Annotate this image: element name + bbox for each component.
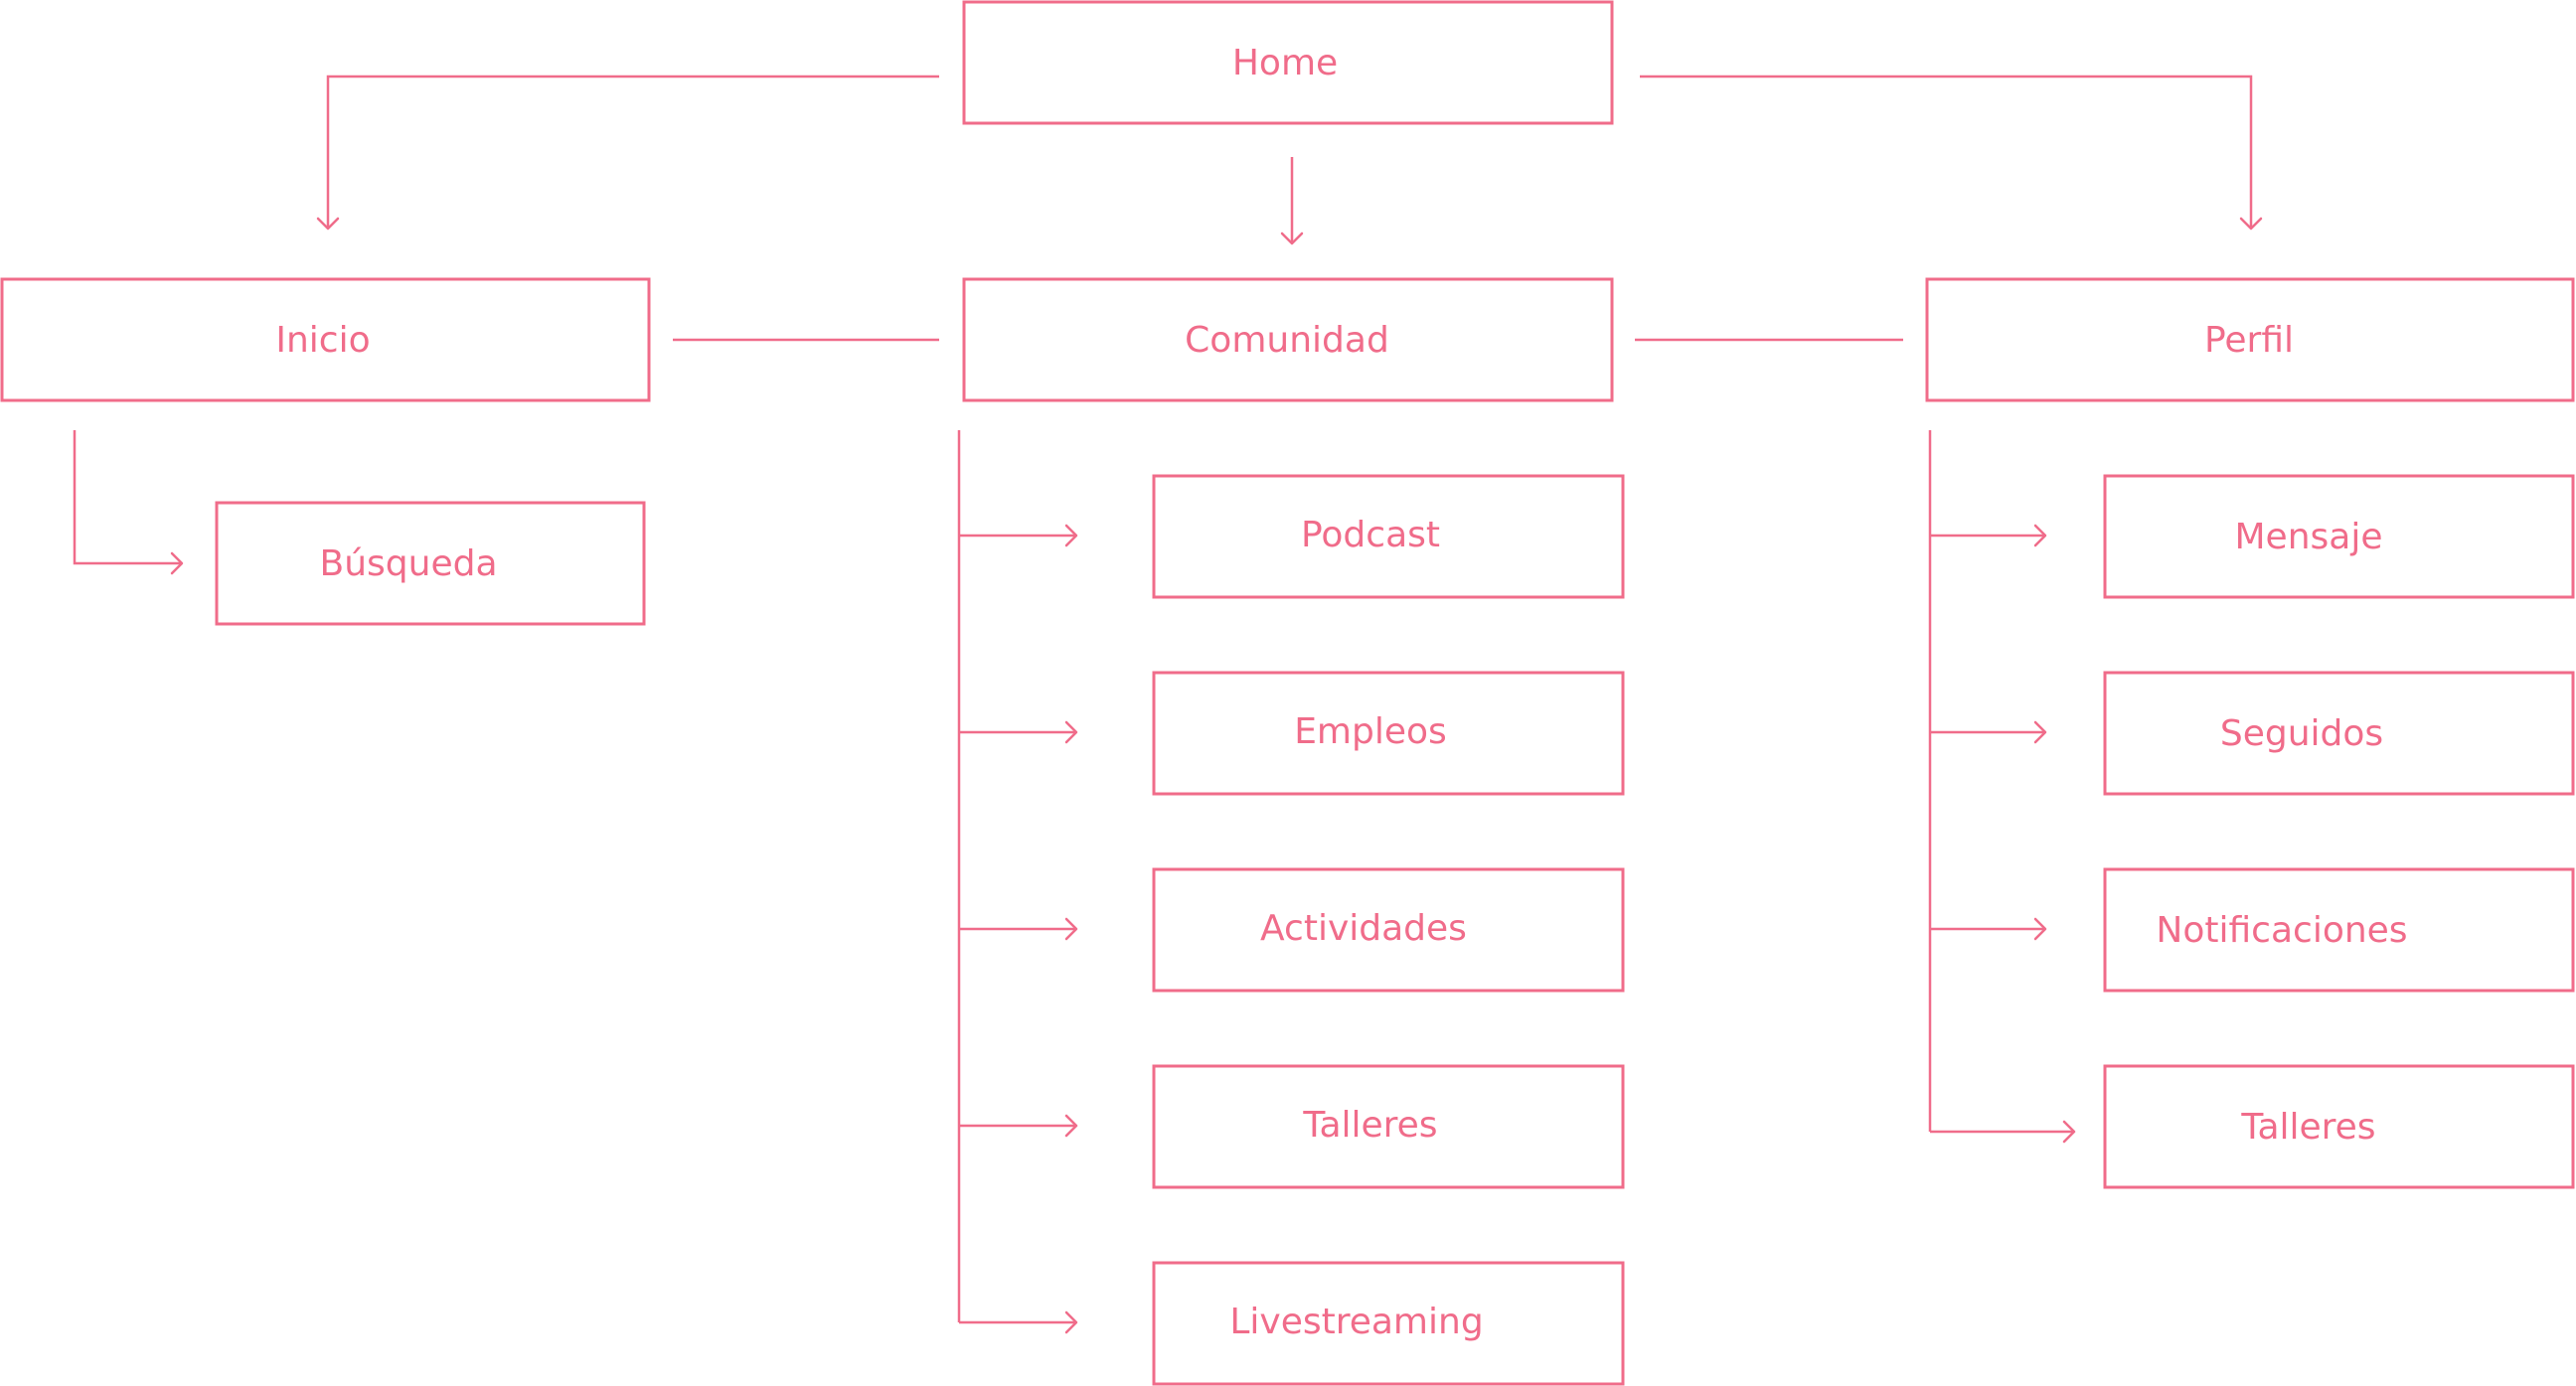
arrow-down-icon xyxy=(1280,231,1304,245)
node-busqueda-label: Búsqueda xyxy=(320,543,498,584)
node-mensaje-label: Mensaje xyxy=(2235,517,2383,557)
node-perfil[interactable]: Perfil xyxy=(1925,277,2575,402)
arrow-right-icon xyxy=(2062,1120,2076,1144)
link-home-perfil xyxy=(1640,75,2253,229)
node-livestreaming[interactable]: Livestreaming xyxy=(1152,1261,1625,1386)
node-talleres-perfil-label: Talleres xyxy=(2240,1107,2375,1148)
arrow-right-icon xyxy=(1064,1310,1078,1334)
node-talleres-comunidad[interactable]: Talleres xyxy=(1152,1064,1625,1189)
node-actividades[interactable]: Actividades xyxy=(1152,867,1625,993)
node-home[interactable]: Home xyxy=(962,0,1614,125)
node-inicio-label: Inicio xyxy=(275,320,370,361)
node-seguidos-label: Seguidos xyxy=(2220,713,2383,754)
node-comunidad-label: Comunidad xyxy=(1185,320,1389,361)
node-talleres-comunidad-label: Talleres xyxy=(1302,1105,1437,1146)
node-busqueda[interactable]: Búsqueda xyxy=(215,501,646,626)
node-mensaje[interactable]: Mensaje xyxy=(2103,474,2575,599)
arrow-right-icon xyxy=(2033,917,2047,941)
arrow-right-icon xyxy=(1064,524,1078,547)
arrow-right-icon xyxy=(2033,720,2047,744)
arrow-right-icon xyxy=(2033,524,2047,547)
node-notificaciones[interactable]: Notificaciones xyxy=(2103,867,2575,993)
node-inicio[interactable]: Inicio xyxy=(0,277,651,402)
node-talleres-perfil[interactable]: Talleres xyxy=(2103,1064,2575,1189)
node-perfil-label: Perfil xyxy=(2204,320,2294,361)
node-actividades-label: Actividades xyxy=(1260,908,1467,949)
node-livestreaming-label: Livestreaming xyxy=(1229,1302,1483,1342)
link-inicio-busqueda xyxy=(73,430,182,565)
node-comunidad[interactable]: Comunidad xyxy=(962,277,1614,402)
arrow-right-icon xyxy=(170,551,184,575)
arrow-right-icon xyxy=(1064,917,1078,941)
node-podcast[interactable]: Podcast xyxy=(1152,474,1625,599)
connectors xyxy=(73,75,2263,1334)
node-empleos[interactable]: Empleos xyxy=(1152,671,1625,796)
node-home-label: Home xyxy=(1232,43,1338,83)
arrow-down-icon xyxy=(2239,217,2263,231)
node-notificaciones-label: Notificaciones xyxy=(2156,910,2407,951)
arrow-down-icon xyxy=(316,217,340,231)
arrow-right-icon xyxy=(1064,720,1078,744)
node-empleos-label: Empleos xyxy=(1294,711,1447,752)
arrow-right-icon xyxy=(1064,1114,1078,1138)
node-seguidos[interactable]: Seguidos xyxy=(2103,671,2575,796)
link-home-inicio xyxy=(326,75,939,229)
node-podcast-label: Podcast xyxy=(1301,515,1440,555)
